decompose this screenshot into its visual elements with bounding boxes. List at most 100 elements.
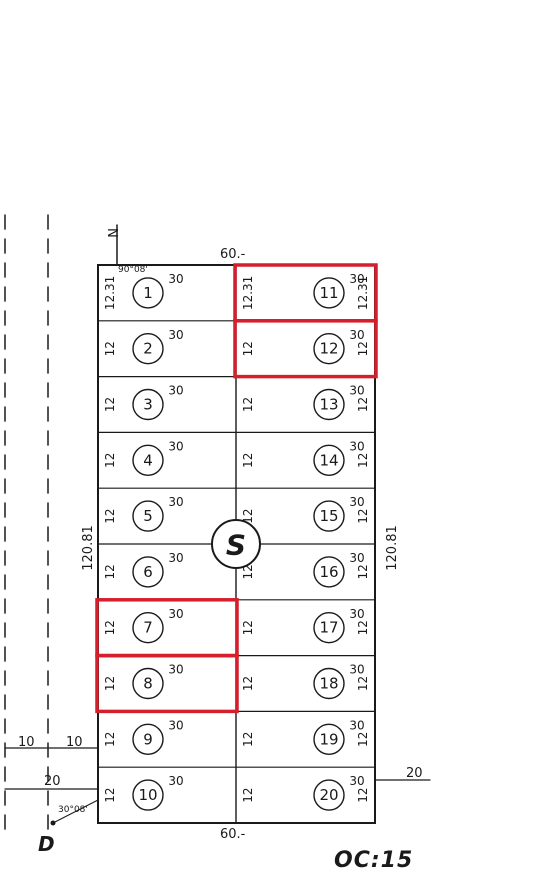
lot-number: 17 (319, 619, 338, 637)
lot-number: 3 (143, 396, 153, 414)
lot-depth-right: 12 (356, 620, 370, 635)
left-offset-3: 20 (44, 774, 61, 789)
lot-depth-right: 12 (356, 341, 370, 356)
lot-depth: 12 (103, 676, 117, 691)
lot-number-circle (132, 333, 164, 365)
lot-number-circle (313, 333, 345, 365)
lot-depth-right: 12.31 (356, 276, 370, 310)
lot-depth: 12 (241, 732, 255, 747)
highlight-lot-7 (95, 598, 239, 658)
lot-depth: 12 (241, 341, 255, 356)
lot-number-circle (313, 444, 345, 476)
lot-frontage: 30 (168, 774, 183, 788)
lot-number: 16 (319, 563, 338, 581)
lot-number-circle (132, 444, 164, 476)
lot-number: 9 (143, 730, 153, 748)
lot-number-circle (313, 667, 345, 700)
lot-number-circle (132, 723, 164, 755)
lot-frontage: 30 (349, 495, 364, 509)
corner-point: D (38, 799, 99, 856)
lot-number: 15 (319, 507, 338, 525)
lot-frontage: 30 (168, 718, 183, 732)
highlight-lot-12 (233, 319, 378, 379)
lot-depth: 12 (103, 453, 117, 468)
lot-depth: 12 (241, 508, 255, 523)
lot-frontage: 30 (349, 607, 364, 621)
corner-angle-top: 90°08' (118, 265, 148, 275)
lot-number-circle (313, 612, 345, 644)
left-offset-dimensions: 10 10 20 (4, 735, 99, 790)
lot-frontage: 30 (349, 551, 364, 565)
lot-number: 19 (319, 730, 338, 748)
lot-frontage: 30 (168, 439, 183, 453)
lot-frontage: 30 (349, 439, 364, 453)
lot-frontage: 30 (168, 607, 183, 621)
lot-1: 1 12.31 30 (103, 272, 184, 310)
lot-depth: 12 (241, 564, 255, 579)
lot-number: 20 (319, 786, 338, 804)
lot-number: 6 (143, 563, 153, 581)
lot-number-circle (313, 723, 345, 755)
right-offset: 20 (406, 766, 423, 781)
block-label: S (226, 529, 246, 562)
lot-frontage: 30 (168, 551, 183, 565)
lot-10: 10 12 30 (103, 774, 184, 811)
lot-depth: 12 (241, 676, 255, 691)
lot-depth-right: 12 (356, 732, 370, 747)
lot-depth: 12 (103, 341, 117, 356)
lot-depth-right: 12 (356, 453, 370, 468)
lot-frontage: 30 (349, 663, 364, 677)
lot-depth-right: 12 (356, 508, 370, 523)
highlight-lot-8 (95, 653, 239, 714)
lot-depth: 12 (103, 620, 117, 635)
lot-depth-right: 12 (356, 397, 370, 412)
lot-depth-right: 12 (356, 564, 370, 579)
lot-number-circle (313, 500, 345, 532)
lot-number-circle (132, 500, 164, 532)
lot-number-circle (132, 556, 164, 588)
lot-depth-right: 12 (356, 787, 370, 802)
lot-number: 10 (138, 786, 157, 804)
lot-depth: 12 (103, 397, 117, 412)
lot-number-circle (132, 277, 164, 309)
right-offset-dimension: 20 (374, 766, 431, 781)
lot-number: 2 (143, 340, 153, 358)
lot-frontage: 30 (349, 718, 364, 732)
lot-depth: 12 (241, 787, 255, 802)
corner-angle-bottom: 30°08' (58, 805, 88, 815)
street-top-width: 60.- (220, 247, 246, 262)
lot-depth: 12 (103, 564, 117, 579)
block-label-marker: S (211, 519, 261, 569)
lot-depth: 12.31 (103, 276, 117, 310)
lot-number: 14 (319, 451, 338, 469)
lot-frontage: 30 (349, 328, 364, 342)
lot-number: 8 (143, 675, 153, 693)
lot-frontage: 30 (349, 272, 364, 286)
left-offset-2: 10 (66, 735, 83, 750)
left-guide-lines (4, 214, 49, 831)
north-arrow: N (104, 224, 119, 266)
lot-number-circle (313, 779, 345, 811)
lot-number-circle (132, 612, 164, 644)
lot-number-circle (313, 556, 345, 588)
lot-number: 4 (143, 451, 153, 469)
north-label: N (104, 228, 119, 238)
lot-number-circle (313, 388, 345, 421)
lot-number: 1 (143, 284, 153, 302)
lot-number-circle (313, 277, 345, 309)
lot-number: 18 (319, 675, 338, 693)
lot-frontage: 30 (168, 272, 183, 286)
lot-depth: 12 (103, 787, 117, 802)
left-offset-1: 10 (18, 735, 35, 750)
